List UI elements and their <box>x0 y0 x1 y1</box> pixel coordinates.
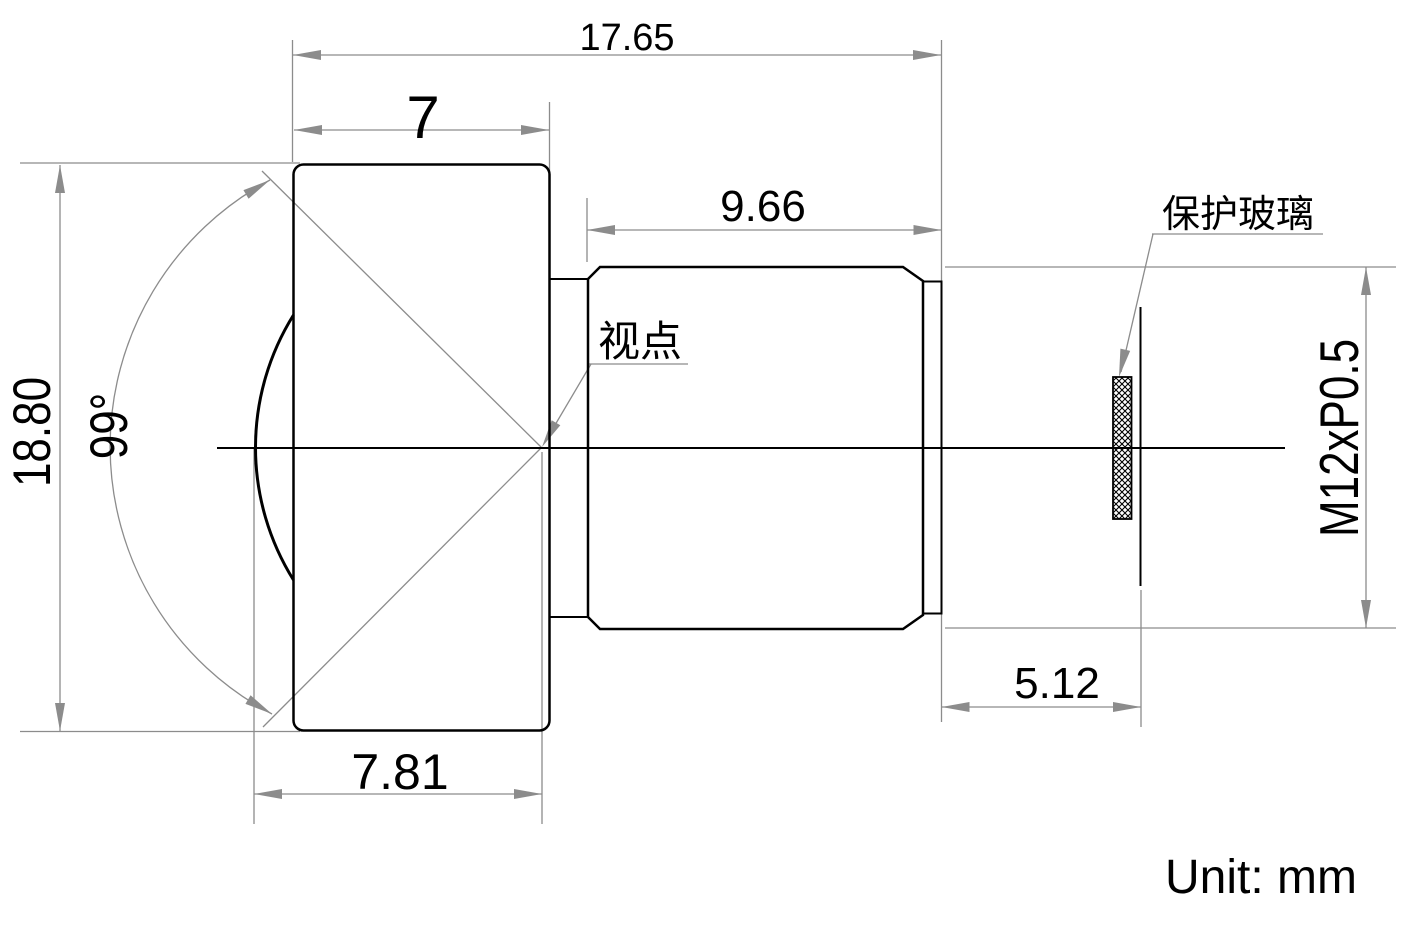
fov-angle-arc <box>109 179 273 715</box>
unit-note: Unit: mm <box>1165 851 1357 904</box>
arrowhead-left-icon <box>293 50 321 60</box>
arrowhead-right-icon <box>514 789 542 799</box>
viewpoint-callout: 视点 <box>542 318 688 447</box>
arrowhead-left-icon <box>587 225 615 235</box>
protective-glass-label: 保护玻璃 <box>1162 194 1314 236</box>
field-of-view: 99° <box>80 170 542 728</box>
dimension-front-to-viewpoint: 7.81 <box>254 744 542 800</box>
dimension-thread-spec: M12xP0.5 <box>1308 267 1371 628</box>
arrowhead-down-icon <box>1361 600 1371 628</box>
fov-angle-value: 99° <box>80 393 139 460</box>
dim-value-head-length: 7 <box>406 84 439 151</box>
dim-value-front-to-viewpoint: 7.81 <box>351 744 448 800</box>
arc-arrowhead-upper-icon <box>243 180 270 199</box>
dimension-barrel-length: 9.66 <box>587 182 942 235</box>
arrowhead-up-icon <box>1361 267 1371 295</box>
arrowhead-right-icon <box>1113 702 1141 712</box>
arrowhead-left-icon <box>941 702 970 712</box>
dim-value-total-length: 17.65 <box>579 17 674 59</box>
dimension-rear-to-image-plane: 5.12 <box>941 659 1141 712</box>
threaded-barrel-outline <box>586 265 925 631</box>
dim-value-head-diameter: 18.80 <box>3 377 62 487</box>
glass-leader-line <box>1120 233 1154 373</box>
extension-lines <box>20 40 1396 824</box>
arrowhead-right-icon <box>913 225 942 235</box>
leader-arrowhead-icon <box>542 420 561 447</box>
leader-arrowhead-icon <box>1119 348 1131 377</box>
fov-ray-upper <box>261 170 542 448</box>
viewpoint-label: 视点 <box>598 318 682 365</box>
arrowhead-left-icon <box>254 789 282 799</box>
arrowhead-right-icon <box>521 125 549 135</box>
dim-value-rear-to-image-plane: 5.12 <box>1014 659 1100 708</box>
dimension-head-length: 7 <box>294 84 549 151</box>
lens-geometry <box>217 163 1285 732</box>
arrowhead-up-icon <box>55 165 65 193</box>
fov-ray-lower <box>262 447 542 728</box>
arrowhead-left-icon <box>294 125 322 135</box>
protective-glass-callout: 保护玻璃 <box>1119 194 1323 377</box>
thread-spec-value: M12xP0.5 <box>1308 339 1370 537</box>
dimension-head-diameter: 18.80 <box>3 165 65 731</box>
arrowhead-right-icon <box>913 50 941 60</box>
arc-arrowhead-lower-icon <box>245 695 272 714</box>
dim-value-barrel-length: 9.66 <box>720 182 806 231</box>
arrowhead-down-icon <box>55 703 65 731</box>
dimension-total-length: 17.65 <box>293 17 941 60</box>
